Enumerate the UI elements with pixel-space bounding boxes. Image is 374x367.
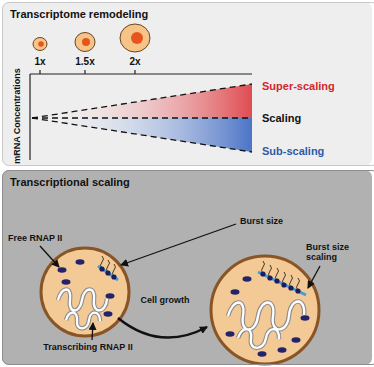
scaling-fan [32,84,252,152]
annotation-label: Cell growth [141,295,190,305]
annotation-label: Burst size scaling [306,242,368,263]
annotation-label: Burst size [240,216,283,226]
panel-ground [2,2,372,166]
annotation-label: Free RNAP II [8,233,62,243]
annotation-label: Scaling [262,112,301,125]
annotation-label: 1.5x [75,56,94,68]
growth-arrow [118,318,207,338]
cell-icons [33,24,150,52]
panel-ground [2,170,372,365]
panel-heading: Transcriptome remodeling [10,8,374,20]
small-cell [41,248,129,336]
panel-heading: Transcriptional scaling [10,176,374,188]
axis-label: mRNA Concentrations [12,68,22,164]
axes [30,70,252,160]
annotation-label: Sub-scaling [262,145,324,158]
leader-arrows [40,224,320,340]
annotation-label: Transcribing RNAP II [43,342,132,352]
large-cell [211,256,319,364]
panel: Transcriptional scaling [2,170,374,365]
annotation-label: 2x [129,56,140,68]
annotation-label: 1x [34,56,45,68]
annotation-label: Super-scaling [262,80,335,93]
